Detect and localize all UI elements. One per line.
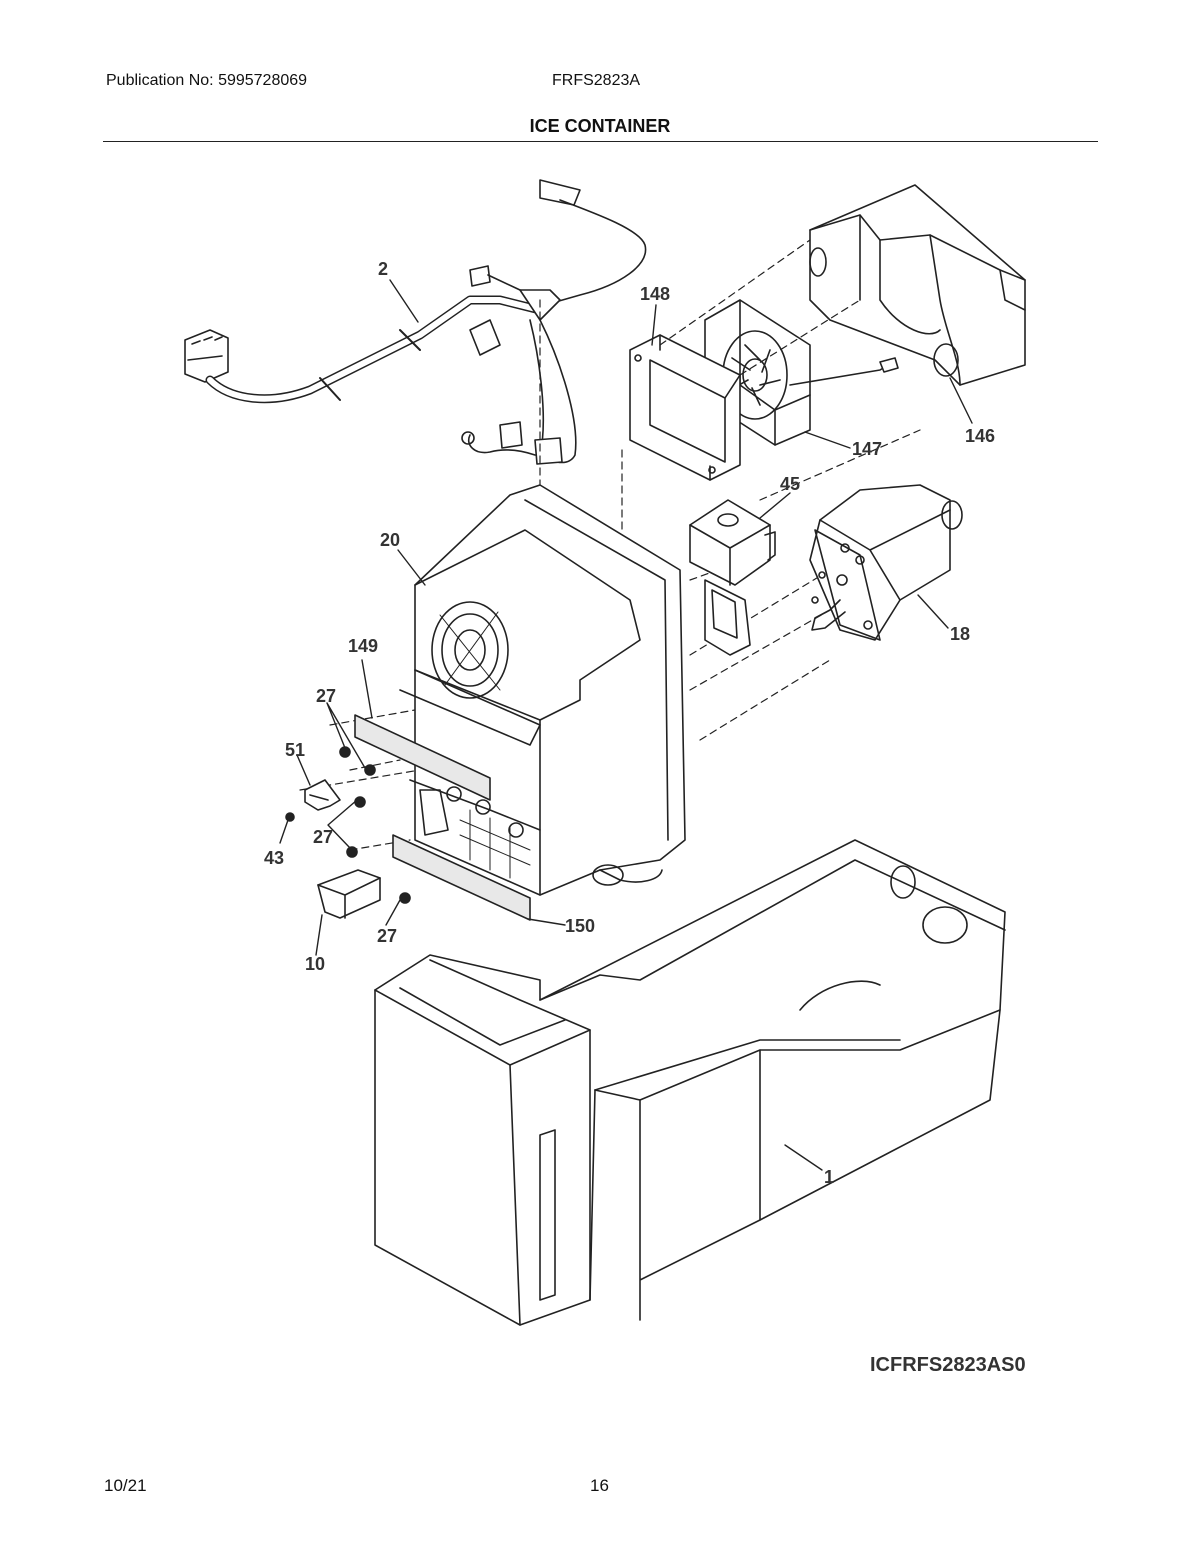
solenoid [689, 499, 776, 656]
leader-lines [279, 279, 973, 1171]
clip [304, 779, 341, 811]
callout-27-c: 27 [377, 926, 397, 946]
callout-146: 146 [965, 426, 995, 446]
auger-motor-housing [399, 484, 686, 896]
callout-147: 147 [852, 439, 882, 459]
auger-motor [809, 484, 963, 641]
ice-bucket [374, 839, 1006, 1326]
callout-51: 51 [285, 740, 305, 760]
diagram-code: ICFRFS2823AS0 [870, 1354, 1026, 1376]
callouts: 2 148 147 146 45 20 18 149 27 51 27 43 2… [264, 259, 995, 1187]
callout-2: 2 [378, 259, 388, 279]
gasket-strips [354, 714, 531, 921]
callout-18: 18 [950, 624, 970, 644]
alignment-lines [299, 239, 921, 851]
callout-1: 1 [824, 1167, 834, 1187]
callout-149: 149 [348, 636, 378, 656]
header-rule [103, 141, 1098, 142]
callout-10: 10 [305, 954, 325, 974]
air-duct [809, 184, 1026, 386]
callout-20: 20 [380, 530, 400, 550]
wire-harness [184, 179, 647, 465]
callout-150: 150 [565, 916, 595, 936]
callout-43: 43 [264, 848, 284, 868]
callout-27-b: 27 [313, 827, 333, 847]
page-number: 16 [590, 1476, 609, 1495]
model-number: FRFS2823A [552, 72, 641, 89]
footer-date: 10/21 [104, 1476, 147, 1495]
fan-shroud [629, 334, 741, 481]
callout-148: 148 [640, 284, 670, 304]
bracket [317, 869, 381, 919]
callout-27-a: 27 [316, 686, 336, 706]
callout-45: 45 [780, 474, 800, 494]
page-title: ICE CONTAINER [529, 116, 671, 136]
publication-number: Publication No: 5995728069 [106, 72, 308, 89]
